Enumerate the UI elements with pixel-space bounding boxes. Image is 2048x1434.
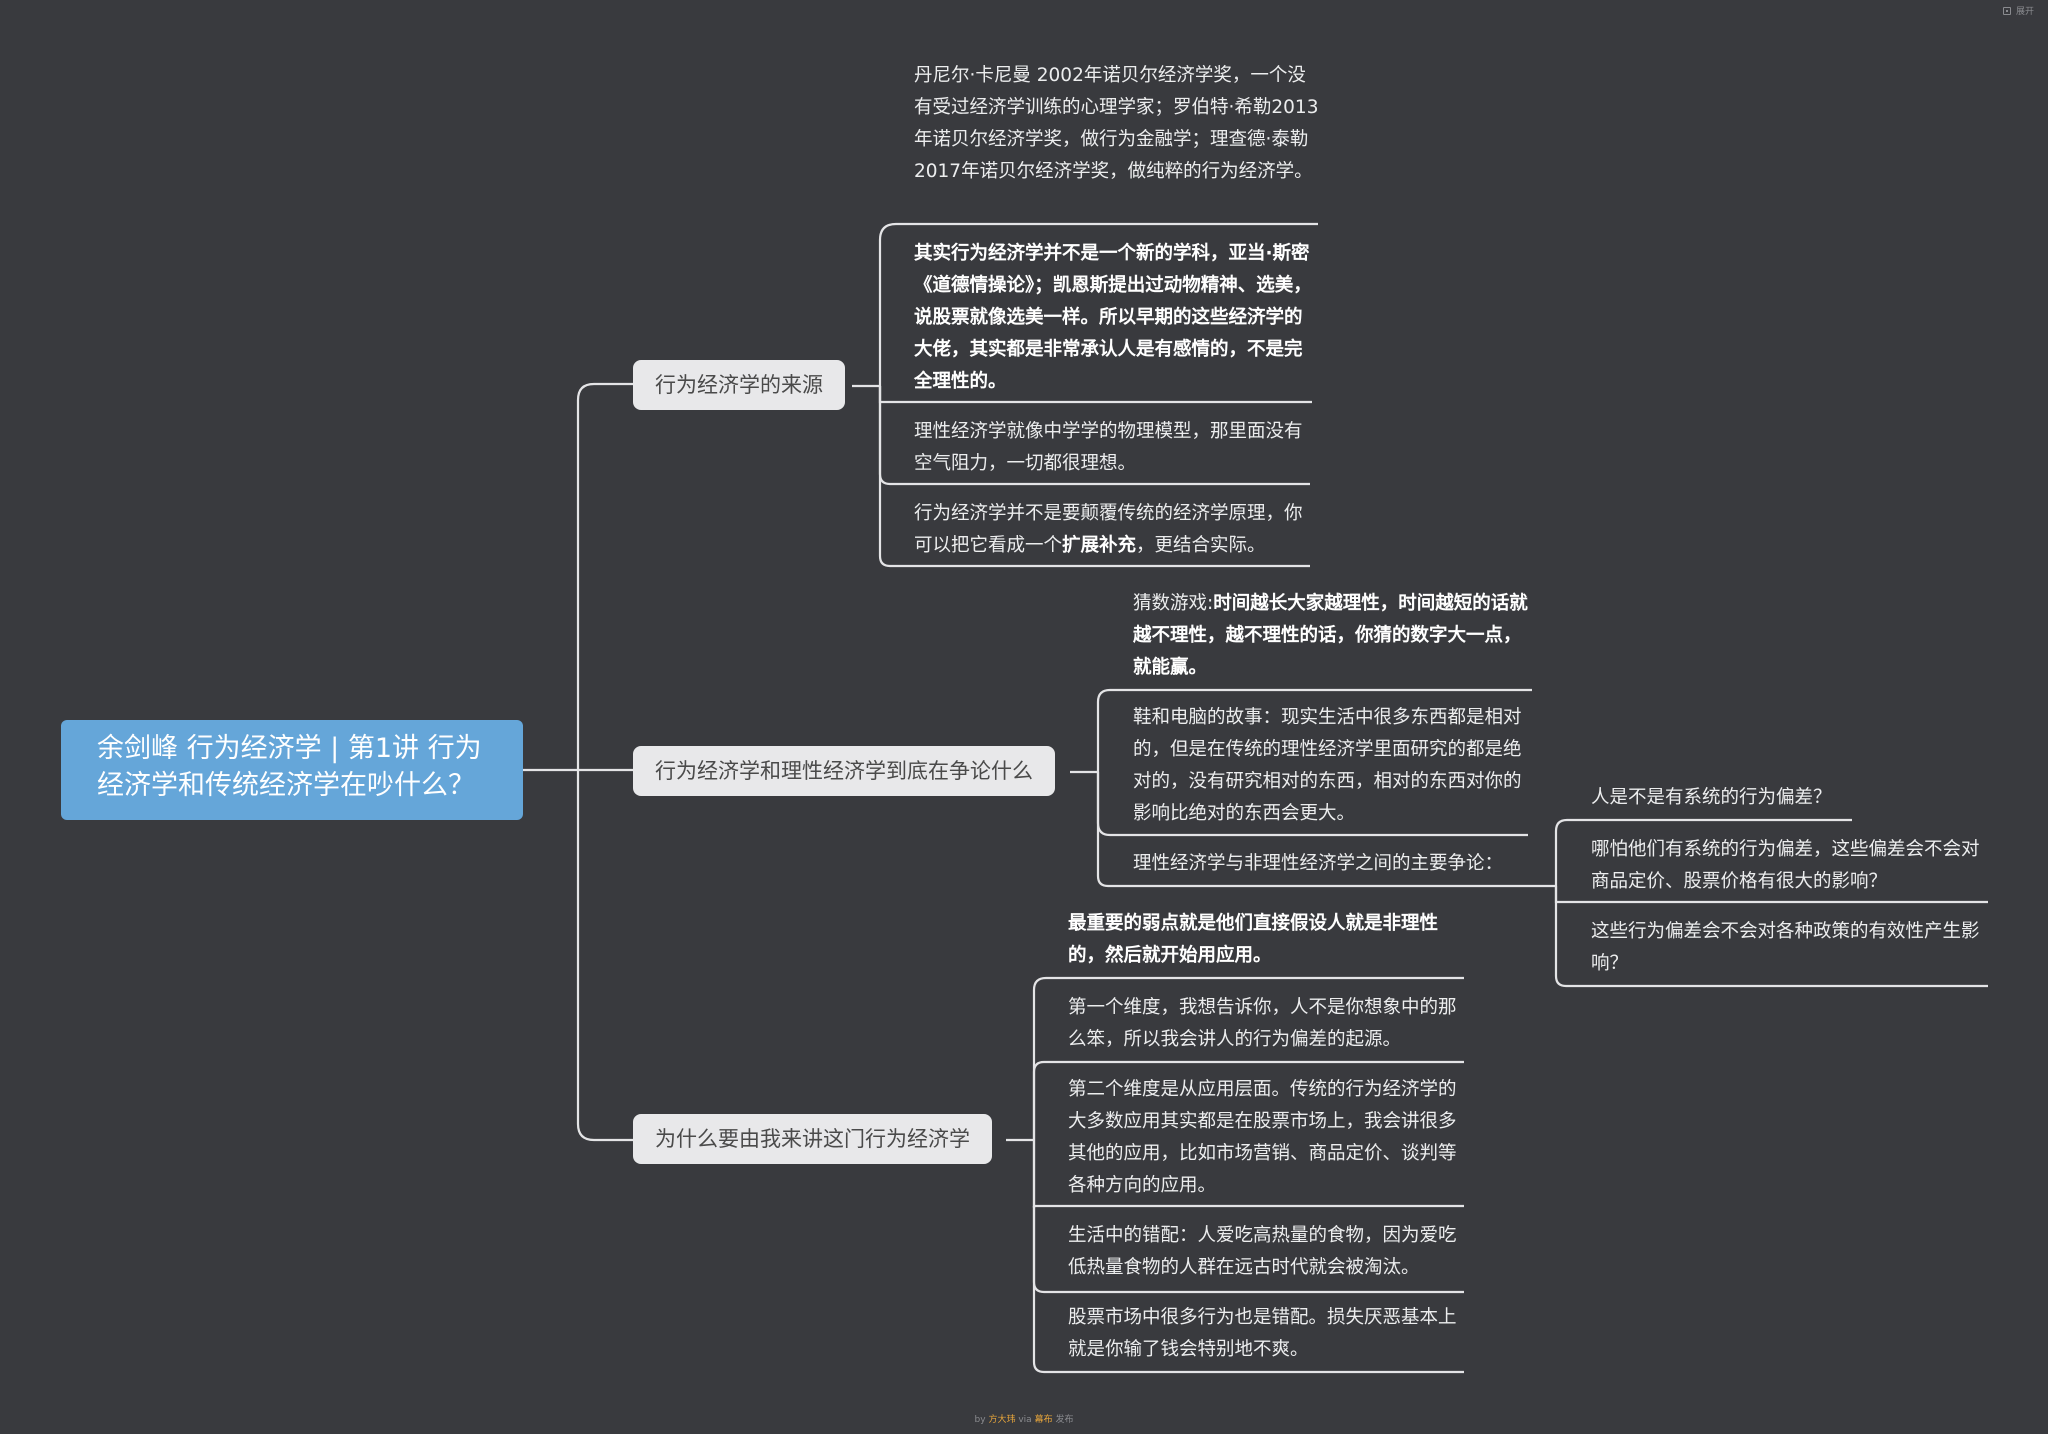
footer-platform[interactable]: 幕布 xyxy=(1034,1415,1053,1425)
footer-by: by xyxy=(974,1415,986,1425)
leaf-text: 第二个维度是从应用层面。传统的行为经济学的大多数应用其实都是在股票市场上，我会讲… xyxy=(1068,1079,1457,1196)
leaf-text: 哪怕他们有系统的行为偏差，这些偏差会不会对商品定价、股票价格有很大的影响？ xyxy=(1591,839,1980,892)
expand-control[interactable]: 展开 xyxy=(2002,4,2034,17)
leaf-topic[interactable]: 第二个维度是从应用层面。传统的行为经济学的大多数应用其实都是在股票市场上，我会讲… xyxy=(1068,1074,1468,1202)
connector-b2-sub-spine xyxy=(1554,818,1852,886)
leaf-text: 股票市场中很多行为也是错配。损失厌恶基本上就是你输了钱会特别地不爽。 xyxy=(1068,1307,1457,1360)
leaf-topic[interactable]: 丹尼尔·卡尼曼 2002年诺贝尔经济学奖，一个没有受过经济学训练的心理学家；罗伯… xyxy=(914,60,1322,188)
leaf-text: 第一个维度，我想告诉你，人不是你想象中的那么笨，所以我会讲人的行为偏差的起源。 xyxy=(1068,997,1457,1050)
leaf-text: 鞋和电脑的故事：现实生活中很多东西都是相对的，但是在传统的理性经济学里面研究的都… xyxy=(1133,707,1522,824)
connector-b1-leaf-1 xyxy=(878,222,1318,386)
expand-label: 展开 xyxy=(2015,7,2034,17)
leaf-topic[interactable]: 生活中的错配：人爱吃高热量的食物，因为爱吃低热量食物的人群在远古时代就会被淘汰。 xyxy=(1068,1220,1468,1284)
connector-b3-leaf-1 xyxy=(1032,976,1464,1140)
sub-leaf-topic[interactable]: 人是不是有系统的行为偏差？ xyxy=(1591,782,1861,814)
leaf-text: 丹尼尔·卡尼曼 2002年诺贝尔经济学奖，一个没有受过经济学训练的心理学家；罗伯… xyxy=(914,65,1319,182)
leaf-topic[interactable]: 鞋和电脑的故事：现实生活中很多东西都是相对的，但是在传统的理性经济学里面研究的都… xyxy=(1133,702,1533,830)
connector-trunk xyxy=(576,382,595,1142)
leaf-topic[interactable]: 其实行为经济学并不是一个新的学科，亚当·斯密《道德情操论》；凯恩斯提出过动物精神… xyxy=(914,238,1316,398)
leaf-topic[interactable]: 猜数游戏:时间越长大家越理性，时间越短的话就越不理性，越不理性的话，你猜的数字大… xyxy=(1133,588,1539,684)
leaf-text: 生活中的错配：人爱吃高热量的食物，因为爱吃低热量食物的人群在远古时代就会被淘汰。 xyxy=(1068,1225,1457,1278)
leaf-text: 其实行为经济学并不是一个新的学科，亚当·斯密《道德情操论》；凯恩斯提出过动物精神… xyxy=(914,243,1312,392)
connector-b2-leaf-3 xyxy=(1096,772,1556,888)
footer-via: via xyxy=(1018,1415,1032,1425)
leaf-text-part: ，更结合实际。 xyxy=(1136,535,1266,556)
root-title: 余剑峰 行为经济学 | 第1讲 行为经济学和传统经济学在吵什么？ xyxy=(97,733,482,801)
connector-b3-leaf-5 xyxy=(1032,1206,1464,1374)
leaf-text: 理性经济学与非理性经济学之间的主要争论： xyxy=(1133,853,1504,874)
root-topic[interactable]: 余剑峰 行为经济学 | 第1讲 行为经济学和传统经济学在吵什么？ xyxy=(61,720,523,820)
leaf-text: 这些行为偏差会不会对各种政策的有效性产生影响？ xyxy=(1591,921,1980,974)
branch-topic-origin[interactable]: 行为经济学的来源 xyxy=(633,360,845,410)
leaf-text: 理性经济学就像中学学的物理模型，那里面没有空气阻力，一切都很理想。 xyxy=(914,421,1303,474)
connector-b1-leaf-4 xyxy=(878,386,1310,568)
footer-credit: by 方大玮 via 幕布 发布 xyxy=(0,1412,2048,1425)
leaf-text-part: 猜数游戏: xyxy=(1133,593,1214,614)
leaf-topic[interactable]: 理性经济学与非理性经济学之间的主要争论： xyxy=(1133,848,1553,880)
footer-author[interactable]: 方大玮 xyxy=(988,1415,1016,1425)
leaf-topic[interactable]: 股票市场中很多行为也是错配。损失厌恶基本上就是你输了钱会特别地不爽。 xyxy=(1068,1302,1468,1366)
footer-published: 发布 xyxy=(1055,1415,1074,1425)
leaf-topic[interactable]: 理性经济学就像中学学的物理模型，那里面没有空气阻力，一切都很理想。 xyxy=(914,416,1314,480)
sub-leaf-topic[interactable]: 这些行为偏差会不会对各种政策的有效性产生影响？ xyxy=(1591,916,1989,980)
branch-label: 行为经济学和理性经济学到底在争论什么 xyxy=(655,759,1033,783)
connector-b2-sub-3 xyxy=(1554,886,1988,988)
expand-icon xyxy=(2002,6,2012,16)
leaf-topic[interactable]: 行为经济学并不是要颠覆传统的经济学原理，你可以把它看成一个扩展补充，更结合实际。 xyxy=(914,498,1318,562)
leaf-text: 最重要的弱点就是他们直接假设人就是非理性的，然后就开始用应用。 xyxy=(1068,913,1439,966)
sub-leaf-topic[interactable]: 哪怕他们有系统的行为偏差，这些偏差会不会对商品定价、股票价格有很大的影响？ xyxy=(1591,834,1989,898)
leaf-text-part: 行为经济学并不是要颠覆传统的经济学原理，你可以把它看成一个 xyxy=(914,503,1303,556)
branch-topic-debate[interactable]: 行为经济学和理性经济学到底在争论什么 xyxy=(633,746,1055,796)
connector-b2-leaf-1 xyxy=(1096,688,1532,772)
leaf-topic[interactable]: 第一个维度，我想告诉你，人不是你想象中的那么笨，所以我会讲人的行为偏差的起源。 xyxy=(1068,992,1468,1056)
leaf-topic[interactable]: 最重要的弱点就是他们直接假设人就是非理性的，然后就开始用应用。 xyxy=(1068,908,1468,972)
branch-label: 行为经济学的来源 xyxy=(655,373,823,397)
connector-b3-leaf-2 xyxy=(1032,1060,1464,1140)
branch-topic-why-me[interactable]: 为什么要由我来讲这门行为经济学 xyxy=(633,1114,992,1164)
leaf-text-emphasis: 扩展补充 xyxy=(1062,535,1137,556)
branch-label: 为什么要由我来讲这门行为经济学 xyxy=(655,1127,970,1151)
leaf-text-emphasis: 时间越长大家越理性，时间越短的话就越不理性，越不理性的话，你猜的数字大一点，就能… xyxy=(1133,593,1528,678)
leaf-text: 人是不是有系统的行为偏差？ xyxy=(1591,787,1832,808)
